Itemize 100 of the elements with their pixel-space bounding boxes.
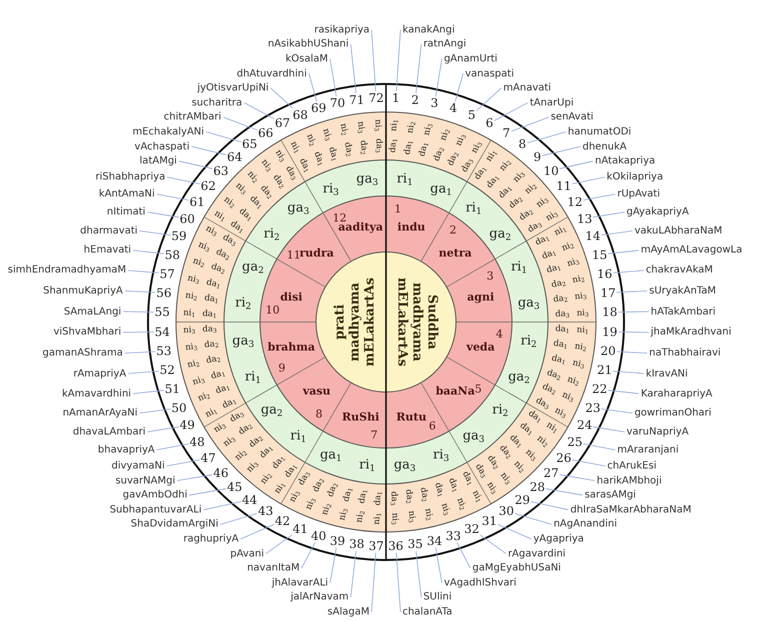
leader-line — [612, 270, 644, 274]
raga-number: 17 — [600, 286, 616, 299]
raga-number: 49 — [180, 419, 195, 432]
chakra-number: 2 — [450, 224, 456, 236]
leader-line — [514, 513, 552, 525]
leader-line — [330, 547, 337, 584]
note-label: ri$_{1}$ — [510, 260, 528, 274]
chakra-number: 8 — [315, 408, 322, 420]
leader-line — [480, 534, 506, 554]
chakra-name: RuShi — [342, 411, 380, 422]
note-label: ga$_{2}$ — [260, 403, 283, 416]
raga-name: dhenukA — [582, 140, 627, 152]
raga-number: 15 — [592, 248, 608, 261]
raga-name: rUpAvati — [617, 188, 660, 200]
note-label: ga$_{3}$ — [287, 201, 310, 214]
raga-name: SAmaLAngi — [64, 306, 122, 318]
note-label: ri$_{2}$ — [235, 296, 252, 310]
leader-line — [132, 250, 164, 254]
raga-name: jalArNavam — [290, 592, 349, 604]
raga-number: 30 — [498, 504, 514, 517]
raga-number: 6 — [486, 117, 494, 130]
chakra-number: 1 — [394, 203, 402, 214]
raga-number: 52 — [160, 364, 175, 376]
raga-name: jhaMkAradhvani — [650, 326, 732, 338]
note-label: ga$_{3}$ — [394, 458, 416, 472]
raga-number: 45 — [227, 481, 242, 494]
chakra-name: netra — [438, 247, 472, 258]
raga-number: 22 — [592, 383, 608, 396]
leader-line — [139, 408, 171, 414]
raga-number: 9 — [534, 150, 542, 163]
leader-line — [572, 460, 606, 466]
raga-number: 38 — [349, 538, 364, 550]
raga-number: 25 — [567, 436, 583, 448]
raga-number: 56 — [156, 286, 172, 299]
raga-name: senAvati — [550, 112, 594, 124]
leader-line — [301, 542, 316, 569]
chakra-name: brahma — [268, 342, 316, 353]
leader-line — [618, 311, 650, 312]
raga-name: mEchakalyANi — [132, 126, 204, 138]
raga-number: 58 — [164, 248, 180, 261]
leader-line — [371, 29, 376, 92]
note-label: ri$_{1}$ — [359, 458, 376, 472]
note-label: ga$_{2}$ — [242, 260, 264, 274]
leader-line — [608, 250, 640, 254]
raga-number: 31 — [482, 514, 498, 527]
chakra-name: baaNa — [436, 386, 475, 397]
note-pair-label: ni$_{3}$ da$_{1}$ — [187, 274, 222, 290]
raga-number: 7 — [502, 127, 510, 140]
raga-number: 50 — [171, 402, 187, 414]
raga-name: hanumatODi — [568, 126, 632, 138]
raga-number: 43 — [258, 504, 274, 517]
raga-number: 41 — [292, 522, 308, 535]
raga-name: gAyakapriyA — [626, 206, 689, 218]
raga-number: 23 — [585, 402, 601, 414]
note-label: ga$_{1}$ — [320, 448, 342, 462]
leader-line — [266, 534, 292, 554]
raga-number: 60 — [180, 212, 195, 225]
note-label: ga$_{3}$ — [462, 430, 485, 443]
raga-number: 40 — [311, 530, 326, 542]
leader-line — [494, 102, 528, 121]
raga-number: 32 — [464, 522, 480, 535]
leader-line — [128, 270, 160, 274]
leader-line — [476, 88, 502, 111]
raga-number: 42 — [274, 514, 290, 527]
raga-name: mAraranjani — [617, 444, 679, 456]
raga-number: 66 — [258, 127, 274, 140]
note-label: ri$_{1}$ — [290, 430, 306, 443]
raga-name: SubhapantuvarALi — [110, 504, 202, 516]
raga-name: sucharitra — [192, 96, 242, 108]
note-pair-label: da$_{1}$ ni$_{2}$ — [553, 340, 588, 353]
raga-number: 72 — [368, 92, 384, 104]
note-label: ri$_{3}$ — [433, 448, 450, 462]
raga-number: 8 — [518, 138, 526, 150]
raga-name: dhIraSaMkarAbharaNaM — [570, 504, 692, 516]
leader-line — [244, 102, 274, 120]
raga-name: sUryakAnTaM — [649, 285, 716, 297]
raga-number: 37 — [368, 540, 384, 552]
note-label: ga$_{3}$ — [356, 172, 378, 186]
leader-line — [350, 44, 356, 94]
raga-number: 61 — [189, 196, 205, 208]
raga-name: gamanAShrama — [42, 347, 123, 359]
leader-line — [156, 194, 189, 200]
raga-number: 47 — [200, 452, 216, 464]
note-pair-label: da$_{1}$ ni$_{3}$ — [550, 354, 585, 370]
leader-line — [330, 58, 337, 97]
raga-name: ShanmuKapriyA — [43, 285, 123, 297]
raga-number: 48 — [189, 436, 205, 448]
chakra-name: indu — [397, 222, 426, 233]
chakra-number: 10 — [266, 304, 280, 316]
raga-name: vAchaspati — [134, 140, 190, 152]
note-label: ga$_{2}$ — [489, 228, 512, 241]
raga-name: viShvaMbhari — [53, 326, 122, 338]
note-label: ri$_{1}$ — [466, 201, 482, 214]
leader-line — [147, 426, 180, 432]
leader-line — [132, 390, 164, 394]
leader-line — [124, 351, 156, 354]
leader-line — [416, 550, 422, 598]
raga-name: dhavaLAmbari — [72, 426, 146, 438]
raga-name: pAvani — [230, 548, 264, 560]
raga-name: jyOtisvarUpiNi — [197, 82, 269, 94]
